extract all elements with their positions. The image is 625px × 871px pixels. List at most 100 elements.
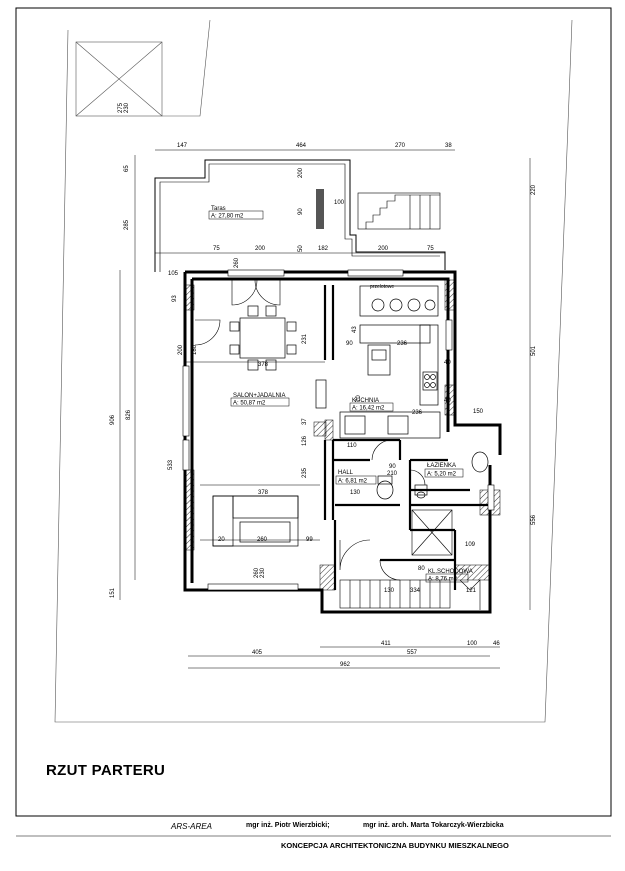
dim-bottom1-1: 411 <box>381 641 391 647</box>
room-kuchnia-area: A: 16,42 m2 <box>352 406 385 412</box>
dim-inner-36: 200 <box>298 167 304 178</box>
sheet-title: RZUT PARTERU <box>46 762 166 779</box>
dim-inner-32: 37 <box>302 418 308 425</box>
label-przelotowe: przelotowe <box>370 284 394 290</box>
windows <box>182 269 495 591</box>
dim-bottom2-1: 405 <box>252 650 263 656</box>
title-block-author2: mgr inż. arch. Marta Tokarczyk-Wierzbick… <box>363 822 504 829</box>
room-kuchnia-name: KUCHNIA <box>352 398 379 404</box>
room-salon-name: SALON+JADALNIA <box>233 393 286 399</box>
hatched-walls <box>184 279 501 591</box>
dim-inner-31: 126 <box>302 435 308 446</box>
dim-row-1: 75 <box>213 246 220 252</box>
bathroom-fixtures <box>376 451 489 500</box>
dim-inner-1: 378 <box>258 362 269 368</box>
dim-inner-27: 236 <box>412 410 423 416</box>
dim-inner-37: 275 <box>118 102 124 113</box>
dim-inner-8: 130 <box>350 490 361 496</box>
dim-row-3: 182 <box>318 246 329 252</box>
title-block-firm: ARS-AREA <box>171 822 212 831</box>
internal-stair <box>339 509 481 610</box>
sofa <box>212 495 299 547</box>
dim-inner-6: 150 <box>473 409 484 415</box>
dim-inner-23: 130 <box>384 588 395 594</box>
dim-right-3: 556 <box>531 514 537 525</box>
kitchen-units <box>339 285 441 439</box>
room-salon-area-box <box>230 397 290 407</box>
dim-inner-30: 43 <box>352 326 358 333</box>
dim-inner-28: 70 <box>356 395 362 402</box>
dim-inner-22: 100 <box>334 200 345 206</box>
dim-inner-38: 230 <box>124 102 130 113</box>
dim-inner-12: 99 <box>306 537 313 543</box>
dim-inner-13: 260 <box>257 537 268 543</box>
dim-inner-19: 180 <box>192 344 198 355</box>
title-block-project: KONCEPCJA ARCHITEKTONICZNA BUDYNKU MIESZ… <box>281 841 509 850</box>
room-taras-area-box <box>208 210 264 220</box>
dim-left-6: 151 <box>110 587 116 598</box>
dim-inner-25: 121 <box>466 588 477 594</box>
room-taras-area: A: 27,80 m2 <box>211 214 244 220</box>
room-hall-name: HALL <box>338 470 354 476</box>
external-stair <box>357 192 441 230</box>
dim-inner-20: 93 <box>172 295 178 302</box>
dim-inner-4: 90 <box>346 341 353 347</box>
room-hall-area-box <box>335 475 377 485</box>
dim-inner-10: 90 <box>389 464 396 470</box>
dim-inner-29: 40 <box>444 398 451 404</box>
room-salon-area: A: 50,87 m2 <box>233 401 266 407</box>
dim-inner-5: 40 <box>444 360 451 366</box>
room-lazienka-name: ŁAZIENKA <box>427 463 456 469</box>
chimney <box>313 421 327 437</box>
title-block-author1: mgr inż. Piotr Wierzbicki; <box>246 822 330 829</box>
dim-row-5: 75 <box>427 246 434 252</box>
dim-inner-7: 109 <box>465 542 476 548</box>
room-kl-schodowa-area: A: 8,76 m2 <box>428 577 458 583</box>
site-boundary <box>54 19 573 723</box>
dim-inner-34: 50 <box>298 245 304 252</box>
terrace-column <box>316 189 324 229</box>
dim-row-4: 200 <box>378 246 389 252</box>
dimension-texts: 147 464 270 38 75 200 182 200 75 411 100… <box>110 102 537 668</box>
dim-inner-2: 378 <box>258 490 269 496</box>
dim-right-1: 220 <box>531 184 537 195</box>
cabinet <box>315 379 327 409</box>
dim-top-3: 270 <box>395 143 406 149</box>
dim-inner-33: 235 <box>302 467 308 478</box>
dim-inner-9: 210 <box>387 471 398 477</box>
dim-inner-26: 80 <box>418 566 425 572</box>
dim-top-1: 147 <box>177 143 188 149</box>
dim-inner-3: 236 <box>397 341 408 347</box>
dim-inner-18: 200 <box>178 344 184 355</box>
dim-left-4: 826 <box>126 409 132 420</box>
dim-left-2: 285 <box>124 219 130 230</box>
dim-inner-35: 90 <box>298 208 304 215</box>
room-taras-name: Taras <box>211 206 226 212</box>
dimension-lines <box>119 149 531 669</box>
sheet-frame <box>15 7 612 817</box>
terrace <box>154 159 446 272</box>
dim-bottom3-1: 962 <box>340 662 351 668</box>
dim-inner-15: 230 <box>260 567 266 578</box>
room-lazienka-area: A: 5,20 m2 <box>427 472 457 478</box>
dim-inner-24: 334 <box>410 588 421 594</box>
dim-bottom2-2: 557 <box>407 650 418 656</box>
dim-row-2: 200 <box>255 246 266 252</box>
room-lazienka-area-box <box>424 468 464 478</box>
dim-inner-39: 105 <box>168 271 179 277</box>
dim-inner-21: 231 <box>302 333 308 344</box>
dim-inner-17: 260 <box>234 257 240 268</box>
room-hall-area: A: 6,81 m2 <box>338 479 368 485</box>
dim-inner-14: 20 <box>218 537 225 543</box>
dim-left-1: 65 <box>124 165 130 172</box>
dim-inner-16: 260 <box>254 567 260 578</box>
room-kl-schodowa-area-box <box>425 573 469 583</box>
room-labels: Taras A: 27,80 m2 SALON+JADALNIA A: 50,8… <box>208 206 473 583</box>
dim-left-3: 906 <box>110 414 116 425</box>
dim-inner-11: 110 <box>347 443 357 449</box>
dim-top-4: 38 <box>445 143 452 149</box>
room-kl-schodowa-name: KL.SCHODOWA <box>428 569 473 575</box>
room-kuchnia-area-box <box>349 402 394 412</box>
dim-left-5: 533 <box>168 459 174 470</box>
